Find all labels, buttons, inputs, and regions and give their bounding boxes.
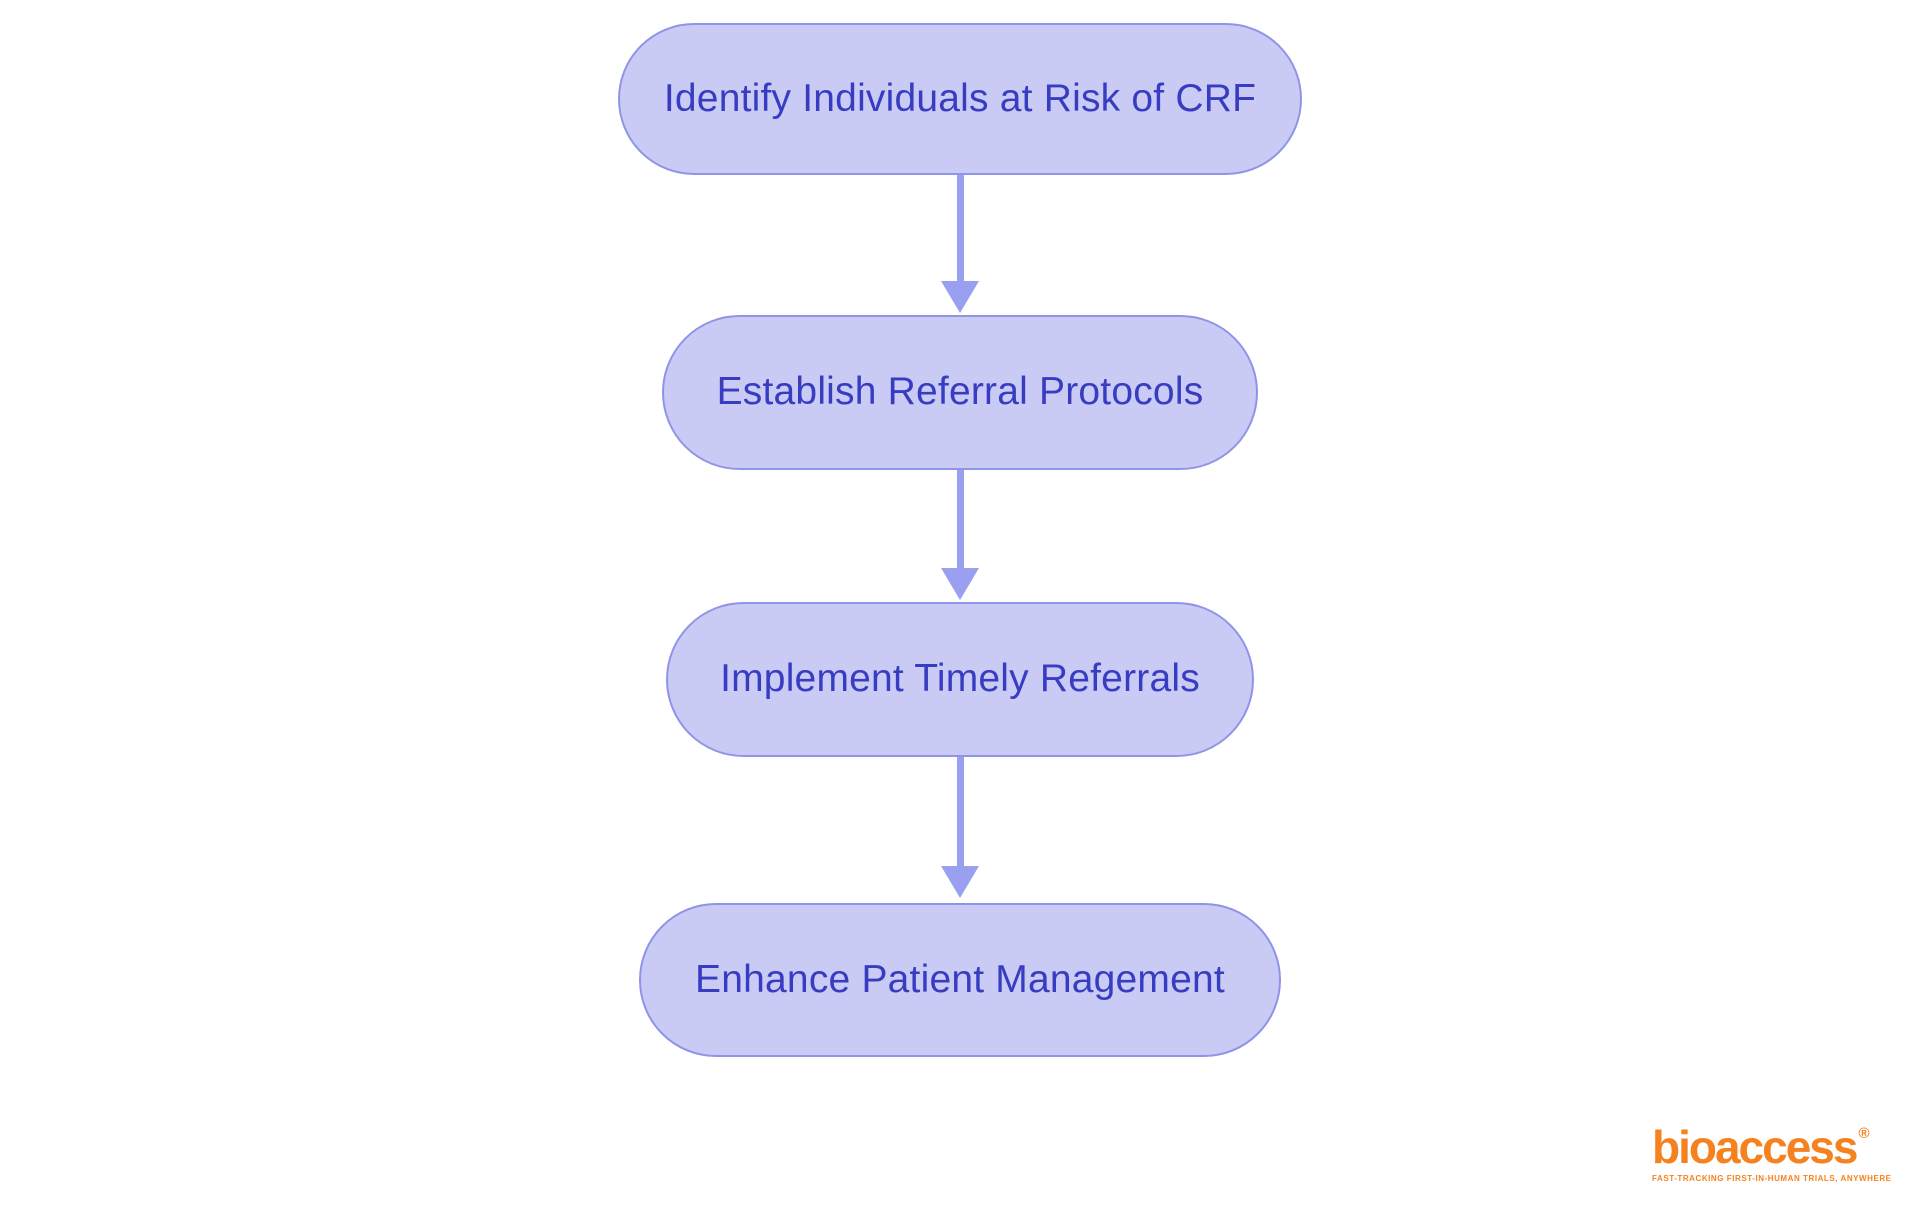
flow-arrow-3: [941, 757, 979, 898]
flow-node-enhance-management: Enhance Patient Management: [639, 903, 1281, 1057]
bioaccess-logo: bioaccess ® FAST-TRACKING FIRST-IN-HUMAN…: [1652, 1124, 1892, 1183]
flow-node-identify-risk: Identify Individuals at Risk of CRF: [618, 23, 1302, 175]
arrow-down-icon: [941, 866, 979, 898]
registered-trademark-icon: ®: [1858, 1125, 1870, 1142]
logo-wordmark-row: bioaccess ®: [1652, 1124, 1882, 1170]
arrow-down-icon: [941, 281, 979, 313]
logo-tagline: FAST-TRACKING FIRST-IN-HUMAN TRIALS, ANY…: [1652, 1174, 1892, 1183]
flow-node-label: Enhance Patient Management: [695, 957, 1225, 1001]
flow-arrow-1: [941, 175, 979, 313]
arrow-shaft: [956, 470, 964, 568]
flow-arrow-2: [941, 470, 979, 600]
arrow-down-icon: [941, 568, 979, 600]
arrow-shaft: [956, 757, 964, 866]
logo-wordmark: bioaccess: [1652, 1121, 1858, 1173]
flow-node-label: Identify Individuals at Risk of CRF: [663, 76, 1257, 120]
flow-node-implement-referrals: Implement Timely Referrals: [666, 602, 1254, 757]
flow-node-label: Establish Referral Protocols: [716, 370, 1204, 414]
flow-node-label: Implement Timely Referrals: [720, 657, 1200, 701]
arrow-shaft: [956, 175, 964, 281]
flow-node-establish-protocols: Establish Referral Protocols: [662, 315, 1258, 470]
